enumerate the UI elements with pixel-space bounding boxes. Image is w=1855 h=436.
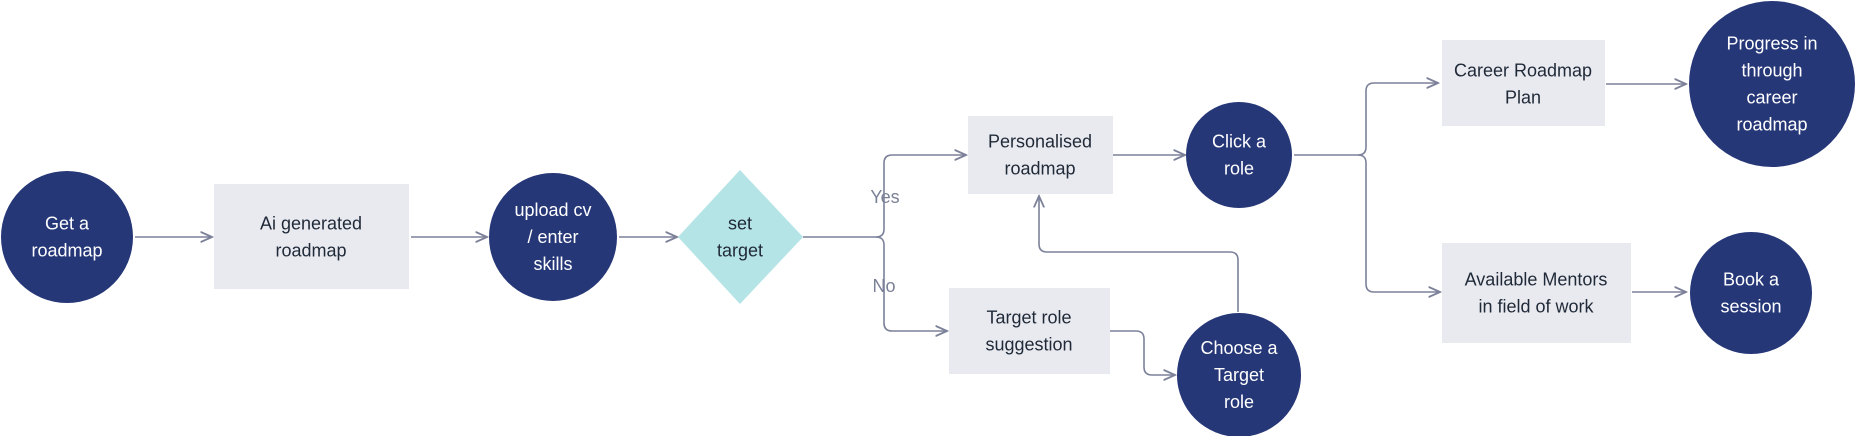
node-label-line: Plan xyxy=(1505,88,1541,108)
node-click-role-shape xyxy=(1186,102,1292,208)
node-set-target-shape xyxy=(678,170,803,304)
node-label-line: Book a xyxy=(1723,270,1780,290)
node-label-line: roadmap xyxy=(1004,159,1075,179)
node-ai-generated-text: Ai generated roadmap xyxy=(260,214,362,261)
node-target-suggestion-text: Target role suggestion xyxy=(985,308,1072,355)
node-label-line: / enter xyxy=(527,227,578,247)
node-progress-text: Progress in through career roadmap xyxy=(1726,34,1817,135)
node-progress-shape xyxy=(1689,1,1855,167)
node-mentors: Available Mentors in field of work xyxy=(1442,243,1631,343)
node-target-suggestion-shape xyxy=(949,288,1110,374)
node-label-line: roadmap xyxy=(275,241,346,261)
node-choose-target-shape xyxy=(1177,313,1301,436)
node-choose-target-text: Choose a Target role xyxy=(1200,338,1278,412)
node-label-line: upload cv xyxy=(514,200,591,220)
node-upload-cv-text: upload cv / enter skills xyxy=(514,200,591,274)
edge-suggestion-to-choose xyxy=(1110,330,1175,375)
node-label-line: skills xyxy=(534,254,573,274)
node-label-line: Choose a xyxy=(1200,338,1278,358)
node-label-line: in field of work xyxy=(1478,297,1594,317)
node-click-role-text: Click a role xyxy=(1212,132,1267,179)
node-upload-cv-shape xyxy=(489,173,617,301)
node-personalised-shape xyxy=(968,116,1113,194)
edge-yes-to-personalised xyxy=(875,155,966,238)
node-label-line: Get a xyxy=(45,214,90,234)
node-label-line: roadmap xyxy=(31,241,102,261)
connectors xyxy=(135,83,1686,375)
node-get-roadmap-shape xyxy=(1,171,133,303)
node-click-role: Click a role xyxy=(1186,102,1292,208)
node-label-line: target xyxy=(717,241,763,261)
edge-label-yes: Yes xyxy=(870,187,899,207)
node-label-line: Personalised xyxy=(988,132,1092,152)
node-set-target: set target xyxy=(678,170,803,304)
node-mentors-text: Available Mentors in field of work xyxy=(1465,270,1608,317)
node-ai-generated: Ai generated roadmap xyxy=(214,184,409,289)
edge-no-to-suggestion xyxy=(875,236,947,331)
node-label-line: Target role xyxy=(986,308,1071,328)
node-label-line: roadmap xyxy=(1736,115,1807,135)
node-label-line: through xyxy=(1741,61,1802,81)
node-progress: Progress in through career roadmap xyxy=(1689,1,1855,167)
node-label-line: Progress in xyxy=(1726,34,1817,54)
node-label-line: Click a xyxy=(1212,132,1267,152)
node-ai-generated-shape xyxy=(214,184,409,289)
node-upload-cv: upload cv / enter skills xyxy=(489,173,617,301)
node-label-line: Target xyxy=(1214,365,1264,385)
node-label-line: suggestion xyxy=(985,335,1072,355)
node-label-line: role xyxy=(1224,392,1254,412)
edge-label-no: No xyxy=(872,276,895,296)
node-target-suggestion: Target role suggestion xyxy=(949,288,1110,374)
edge-choose-to-personalised xyxy=(1039,196,1239,312)
node-label-line: Ai generated xyxy=(260,214,362,234)
node-get-roadmap: Get a roadmap xyxy=(1,171,133,303)
node-choose-target: Choose a Target role xyxy=(1177,313,1301,436)
node-label-line: Career Roadmap xyxy=(1454,61,1592,81)
node-label-line: session xyxy=(1720,297,1781,317)
node-set-target-text: set target xyxy=(717,214,763,261)
node-label-line: role xyxy=(1224,159,1254,179)
node-career-plan-shape xyxy=(1442,40,1605,126)
node-book-session-text: Book a session xyxy=(1720,270,1781,317)
node-label-line: set xyxy=(728,214,752,234)
node-get-roadmap-text: Get a roadmap xyxy=(31,214,102,261)
node-personalised-text: Personalised roadmap xyxy=(988,132,1092,179)
node-book-session: Book a session xyxy=(1690,232,1812,354)
node-personalised: Personalised roadmap xyxy=(968,116,1113,194)
node-label-line: Available Mentors xyxy=(1465,270,1608,290)
edge-click-to-career xyxy=(1357,83,1438,156)
node-mentors-shape xyxy=(1442,243,1631,343)
node-label-line: career xyxy=(1746,88,1797,108)
edge-click-to-mentors xyxy=(1357,154,1440,292)
node-book-session-shape xyxy=(1690,232,1812,354)
